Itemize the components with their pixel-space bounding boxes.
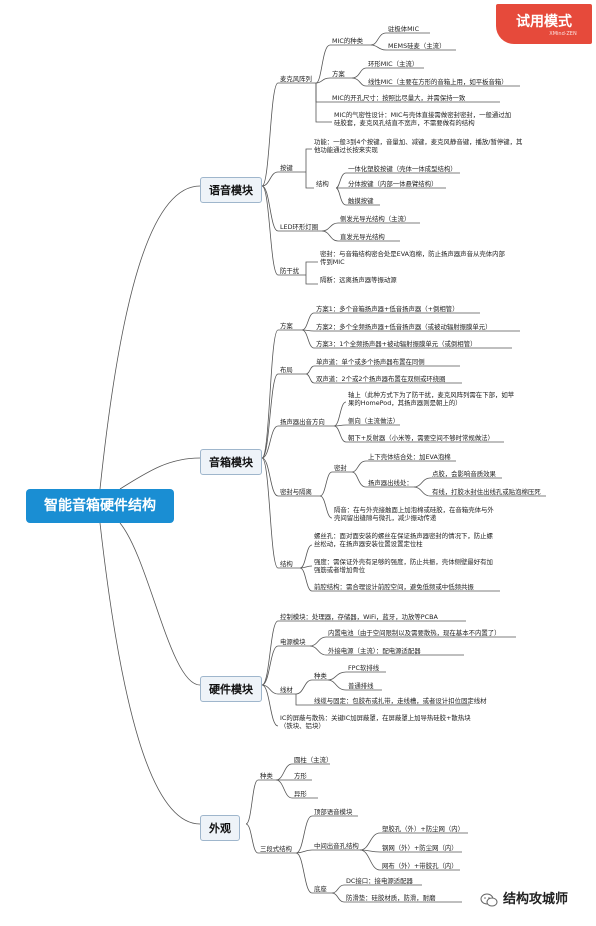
node-ic-shield[interactable]: IC的屏蔽与散热：关键IC加屏蔽罩，在屏蔽罩上加导热硅胶+散热块（铁块、铝块） <box>280 714 471 730</box>
node-screw-holes[interactable]: 螺丝孔：面对面安装的螺丝在保证扬声器密封的情况下，防止螺丝松动，在扬声器安装位置… <box>314 532 493 548</box>
node-direction-up[interactable]: 轴上（此种方式下为了防干扰，麦克风阵列需在下部，如苹果的HomePod，其扬声器… <box>348 391 515 407</box>
watermark-text: 结构攻城师 <box>503 892 569 907</box>
node-ring-mic[interactable]: 环形MIC（主流） <box>368 60 419 68</box>
node-anti-interference[interactable]: 防干扰 <box>280 267 300 275</box>
node-square[interactable]: 方形 <box>294 772 307 780</box>
node-ribbon-cable[interactable]: 普通排线 <box>348 682 374 690</box>
node-led-ring[interactable]: LED环形灯圈 <box>280 223 319 231</box>
node-power-module[interactable]: 电源模块 <box>280 638 306 646</box>
node-button-structure[interactable]: 结构 <box>316 180 329 188</box>
node-mic-spacing[interactable]: MIC的开孔尺寸：按照比尽量大，并需保持一致 <box>332 94 466 102</box>
node-integrated-button[interactable]: 一体化塑胶按键（壳体一体成型结构） <box>348 165 457 173</box>
node-seal-glue[interactable]: 点胶，会影响音质效果 <box>432 470 496 478</box>
node-touch-button[interactable]: 触摸按键 <box>348 197 374 205</box>
trial-mode-badge[interactable]: 试用模式 XMind·ZEN <box>496 4 592 44</box>
node-internal-battery[interactable]: 内置电池（由于空间限制以及需要散热，现在基本不内置了） <box>328 629 501 637</box>
node-mono-layout[interactable]: 单声道：单个或多个扬声器布置在同侧 <box>316 358 425 366</box>
node-irregular[interactable]: 异形 <box>294 790 307 798</box>
node-noise-isolation[interactable]: 隔断：远离扬声器等振动源 <box>320 276 397 284</box>
node-base[interactable]: 底座 <box>314 885 327 893</box>
node-shape-type[interactable]: 种类 <box>260 772 273 780</box>
node-fabric-mesh[interactable]: 网布（外）+带胶孔（内） <box>382 862 458 870</box>
node-top-voice[interactable]: 顶部语音模块 <box>314 808 353 816</box>
node-scheme-2[interactable]: 方案2：多个全频扬声器+低音扬声器（或被动辐射振膜单元） <box>316 323 492 331</box>
badge-subtitle: XMind·ZEN <box>549 31 577 37</box>
node-stereo-layout[interactable]: 双声道：2个或2个扬声器布置在双侧或环绕圈 <box>316 375 446 383</box>
node-middle-holes[interactable]: 中间出音孔结构 <box>314 842 359 850</box>
node-seal-wire[interactable]: 有线，打胶水封住出线孔或贴泡棉压死 <box>432 488 541 496</box>
node-noise-seal[interactable]: 密封：与音箱结构密合处是EVA泡棉，防止扬声器声音从壳体内部传到MIC <box>320 250 505 266</box>
node-mic-type[interactable]: MIC的种类 <box>332 37 364 45</box>
node-mems-mic[interactable]: MEMS硅麦（主流） <box>388 42 446 50</box>
topic-hardware-module[interactable]: 硬件模块 <box>200 676 262 702</box>
node-split-button[interactable]: 分体按键（内部一体悬臂结构） <box>348 180 438 188</box>
node-mic-array[interactable]: 麦克风阵列 <box>280 75 312 83</box>
node-wire[interactable]: 线材 <box>280 686 293 694</box>
node-dc-port[interactable]: DC接口：接电源适配器 <box>346 877 413 885</box>
node-steel-mesh[interactable]: 钢网（外）+防尘网（内） <box>382 844 458 852</box>
node-cylinder[interactable]: 圆柱（主流） <box>294 756 333 764</box>
node-direction-down[interactable]: 朝下+反射器（小米等，需要空间不够时常规做法） <box>348 434 494 442</box>
node-seal[interactable]: 密封 <box>334 464 347 472</box>
node-side-light[interactable]: 侧发光导光结构（主流） <box>340 215 411 223</box>
node-seal-housing[interactable]: 上下壳体结合处：加EVA泡棉 <box>368 453 451 461</box>
node-sound-direction[interactable]: 扬声器出音方向 <box>280 418 325 426</box>
node-external-power[interactable]: 外接电源（主流）：配电源适配器 <box>328 647 421 655</box>
topic-appearance[interactable]: 外观 <box>200 815 240 841</box>
node-button-function[interactable]: 功能：一般3到4个按键，音量加、减键，麦克风静音键，播放/暂停键，其他功能通过长… <box>314 138 523 154</box>
topic-speaker-module[interactable]: 音箱模块 <box>200 449 262 475</box>
node-strength[interactable]: 强度：需保证外壳有足够的强度，防止共振，壳体侧壁最好有加强筋或者增加骨位 <box>314 558 493 574</box>
node-seal-isolation[interactable]: 密封与隔离 <box>280 488 312 496</box>
node-mic-plan[interactable]: 方案 <box>332 70 345 78</box>
node-scheme-3[interactable]: 方案3：1个全频扬声器+被动辐射振膜单元（或倒相管） <box>316 340 477 348</box>
node-electret-mic[interactable]: 驻极体MIC <box>388 25 420 33</box>
node-anti-slip-pad[interactable]: 防滑垫：硅胶材质，防滑，耐磨 <box>346 894 436 902</box>
node-sound-isolation[interactable]: 隔音：在与外壳接触面上加泡棉或硅胶，在音箱壳体与外壳间留出缝隙与微孔，减少振动传… <box>334 506 494 522</box>
node-plastic-holes[interactable]: 塑胶孔（外）+防尘网（内） <box>382 825 465 833</box>
node-direction-side[interactable]: 侧向（主流做法） <box>348 417 400 425</box>
wechat-icon <box>480 893 498 907</box>
node-wire-fixing[interactable]: 线缆与固定：包胶布或扎带，走线槽，或者设计扣位固定线材 <box>314 697 487 705</box>
node-seal-cable[interactable]: 扬声器出线处： <box>368 479 413 487</box>
topic-voice-module[interactable]: 语音模块 <box>200 177 262 203</box>
node-mic-seal[interactable]: MIC的气密性设计：MIC与壳体直接需做密封密封，一般通过加硅胶套，麦克风孔结直… <box>334 111 512 127</box>
node-speaker-layout[interactable]: 布局 <box>280 366 293 374</box>
node-fpc-cable[interactable]: FPC软排线 <box>348 664 380 672</box>
node-speaker-scheme[interactable]: 方案 <box>280 322 293 330</box>
node-scheme-1[interactable]: 方案1：多个音箱扬声器+低音扬声器（+倒相管） <box>316 305 459 313</box>
node-direct-light[interactable]: 直发光导光结构 <box>340 233 385 241</box>
badge-title: 试用模式 <box>516 14 572 30</box>
node-button[interactable]: 按键 <box>280 164 293 172</box>
node-control-module[interactable]: 控制模块：处理器，存储器，WiFi，蓝牙，功放等PCBA <box>280 613 438 621</box>
node-linear-mic[interactable]: 线性MIC（主要在方形的音箱上用，如平板音箱） <box>368 78 508 86</box>
node-speaker-structure[interactable]: 结构 <box>280 560 293 568</box>
node-three-section[interactable]: 三段式结构 <box>260 845 292 853</box>
node-front-cavity[interactable]: 前腔结构：需合理设计前腔空间，避免低频或中低频共振 <box>314 583 474 591</box>
node-wire-type[interactable]: 种类 <box>314 672 327 680</box>
root-topic[interactable]: 智能音箱硬件结构 <box>26 489 174 523</box>
